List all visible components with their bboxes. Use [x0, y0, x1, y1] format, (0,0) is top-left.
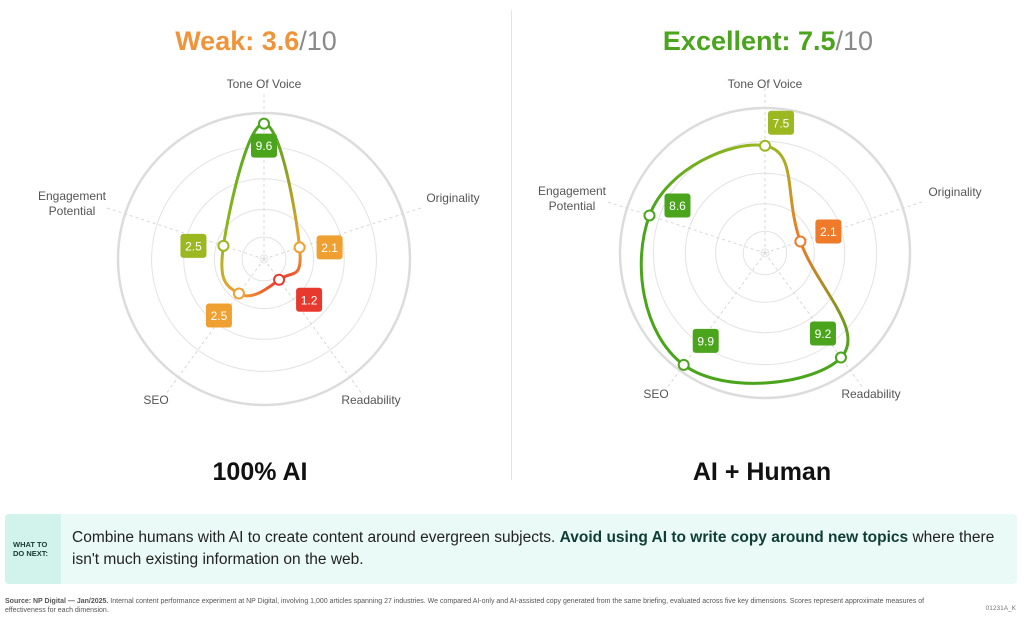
axis-label: SEO — [143, 393, 168, 407]
source-footnote: Source: NP Digital — Jan/2025. Internal … — [5, 597, 965, 615]
series-line-segment — [262, 122, 302, 249]
data-label: 2.5 — [185, 239, 202, 253]
data-label: 8.6 — [669, 199, 686, 213]
data-point — [677, 358, 690, 371]
data-label-box — [205, 303, 232, 328]
data-label: 2.1 — [321, 241, 338, 255]
data-label: 9.6 — [256, 139, 273, 153]
series-line-segment — [798, 240, 850, 360]
grid-ring — [259, 254, 269, 264]
axis-spoke — [764, 200, 924, 254]
source-text: Internal content performance experiment … — [5, 598, 925, 614]
axis-spoke — [263, 206, 424, 260]
series-line-segment — [237, 278, 281, 298]
data-label-box — [664, 193, 691, 218]
divider — [511, 10, 512, 480]
data-label: 9.9 — [697, 334, 714, 348]
data-label: 9.2 — [815, 327, 832, 341]
callout-tag: WHAT TO DO NEXT: — [5, 514, 61, 584]
figure-code: 01231A_K — [985, 605, 1016, 612]
series-line-segment — [639, 213, 686, 367]
callout-text-1: Combine humans with AI to create content… — [72, 529, 560, 546]
left-caption: 100% AI — [212, 458, 308, 486]
series-line-segment — [647, 143, 767, 217]
source-label: Source: NP Digital — Jan/2025. — [5, 598, 109, 605]
grid-ring — [742, 230, 788, 276]
data-label-box — [180, 233, 207, 258]
axis-label: Tone Of Voice — [728, 77, 803, 91]
axis-label: Originality — [426, 191, 479, 205]
axis-label-line: Readability — [341, 393, 400, 407]
series-line-segment — [682, 356, 843, 385]
series-line-segment — [220, 244, 241, 295]
axis-label-line: Readability — [841, 387, 900, 401]
axis-label: Readability — [341, 393, 400, 407]
series-line-segment — [221, 122, 266, 248]
axis-label: Originality — [928, 185, 981, 199]
callout-tag-text: WHAT TO DO NEXT: — [13, 540, 49, 558]
axis-label-line: Originality — [928, 185, 981, 199]
callout-text-2: where there isn't much existing informat… — [72, 529, 995, 568]
axis-label-line: Originality — [426, 191, 479, 205]
left-score: Weak: 3.6 — [175, 26, 300, 56]
axis-label-line: Potential — [49, 204, 96, 218]
data-label-box — [809, 321, 836, 346]
axis-spoke — [764, 252, 864, 389]
left-score-title: Weak: 3.6/10 — [0, 26, 512, 57]
axis-spoke — [104, 206, 265, 260]
axis-label-line: Tone Of Voice — [728, 77, 803, 91]
callout-text-bold: Avoid using AI to write copy around new … — [559, 529, 909, 546]
data-label-box — [768, 110, 794, 135]
data-label: 2.1 — [820, 225, 837, 239]
data-point — [834, 351, 847, 364]
right-score: Excellent: 7.5 — [662, 26, 836, 56]
data-label-box — [296, 287, 323, 312]
data-point — [258, 117, 270, 130]
data-label: 1.2 — [301, 293, 318, 307]
series-line-segment — [763, 144, 802, 243]
axis-label-line: Potential — [549, 199, 596, 213]
right-caption: AI + Human — [692, 458, 832, 486]
data-label: 7.5 — [773, 116, 790, 130]
axis-label: Tone Of Voice — [227, 77, 302, 91]
axis-spoke — [606, 200, 766, 254]
data-label-box — [692, 328, 719, 353]
axis-label-line: Engagement — [538, 184, 607, 198]
data-point — [794, 235, 807, 248]
right-score-denominator: /10 — [835, 26, 874, 56]
data-label-box — [251, 133, 277, 158]
data-point — [759, 139, 771, 152]
grid-ring — [760, 248, 770, 258]
axis-label-line: SEO — [143, 393, 168, 407]
axis-label-line: Tone Of Voice — [227, 77, 302, 91]
axis-spoke — [263, 258, 364, 396]
axis-label-line: Engagement — [38, 189, 107, 203]
axis-label: SEO — [643, 387, 668, 401]
data-point — [293, 241, 306, 254]
right-score-title: Excellent: 7.5/10 — [512, 26, 1024, 57]
axis-label: Readability — [841, 387, 900, 401]
left-score-denominator: /10 — [299, 26, 337, 56]
what-to-do-next-callout: WHAT TO DO NEXT: Combine humans with AI … — [5, 514, 1017, 584]
grid-ring — [241, 236, 287, 282]
data-point — [643, 209, 656, 222]
data-label: 2.5 — [211, 309, 228, 323]
data-point — [232, 287, 245, 300]
data-point — [273, 273, 286, 286]
axis-label-line: SEO — [643, 387, 668, 401]
callout-message: Combine humans with AI to create content… — [72, 527, 1007, 571]
data-label-box — [815, 219, 842, 244]
data-label-box — [316, 235, 343, 260]
data-point — [217, 239, 230, 252]
